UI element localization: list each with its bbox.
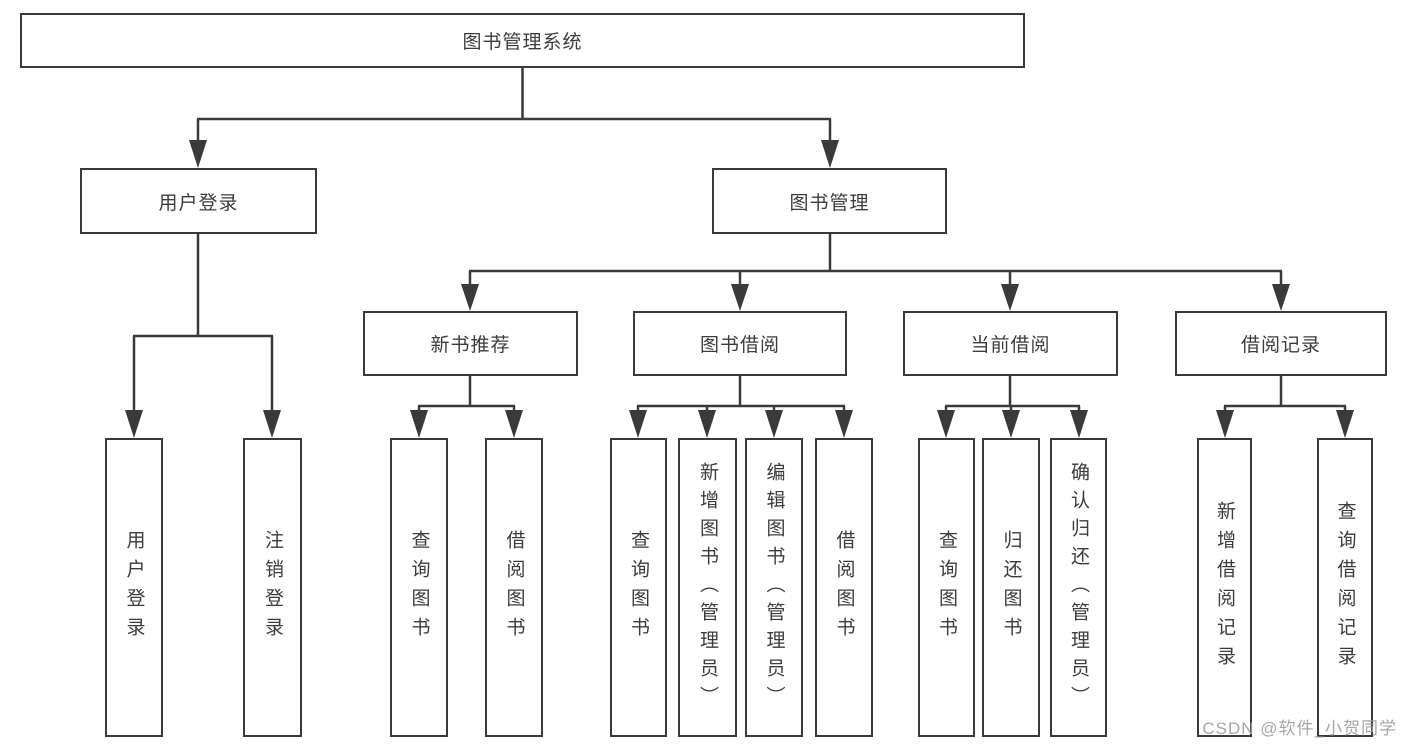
arrowhead-leaf-borrow-books-rec [505,410,523,438]
leaf-query-books-current: 查询图书 [918,438,975,737]
node-borrow-records: 借阅记录 [1175,311,1387,376]
arrowhead-userlogin [189,140,207,168]
leaf-add-book: 新增图书（管理员） [678,438,737,737]
leaf-query-borrow-record: 查询借阅记录 [1317,438,1373,737]
arrowhead-leaf-edit-book [765,410,783,438]
leaf-user-login: 用户登录 [105,438,163,737]
arrowhead-leaf-add-book [698,410,716,438]
leaf-add-borrow-record: 新增借阅记录 [1197,438,1252,737]
node-current-borrow: 当前借阅 [903,311,1118,376]
arrowhead-bookborrow [731,284,749,311]
node-book-mgmt: 图书管理 [712,168,947,234]
connector-root-to-level2 [196,66,832,141]
node-root: 图书管理系统 [20,13,1025,68]
arrowhead-leaf-logout [263,410,281,438]
leaf-return-book: 归还图书 [982,438,1040,737]
leaf-query-books-rec: 查询图书 [390,438,448,737]
leaf-confirm-return: 确认归还（管理员） [1050,438,1107,737]
connector-userlogin-to-leaves [132,234,274,413]
leaf-borrow-books-rec: 借阅图书 [485,438,543,737]
connector-bookborrow-to-leaves [636,375,846,413]
arrowhead-leaf-confirm-return [1070,410,1088,438]
arrowhead-newbookrec [461,284,479,311]
arrowhead-leaf-add-borrow-record [1216,410,1234,438]
arrowhead-leaf-borrow-books-borrow [835,410,853,438]
node-new-book-rec: 新书推荐 [363,311,578,376]
connector-currentborrow-to-leaves [944,375,1081,413]
arrowhead-leaf-query-borrow-record [1336,410,1354,438]
connector-borrowrecords-to-leaves [1223,375,1347,413]
connector-bookmgmt-to-level3 [468,233,1283,287]
leaf-logout: 注销登录 [243,438,302,737]
leaf-borrow-books-borrow: 借阅图书 [815,438,873,737]
arrowhead-leaf-query-books-rec [410,410,428,438]
node-book-borrow: 图书借阅 [633,311,847,376]
node-user-login: 用户登录 [80,168,317,234]
arrowhead-borrowrecords [1272,284,1290,311]
arrowhead-currentborrow [1001,284,1019,311]
connector-newbookrec-to-leaves [417,375,516,413]
arrowhead-bookmgmt [821,140,839,168]
arrowhead-leaf-return-book [1002,410,1020,438]
arrowhead-leaf-user-login [125,410,143,438]
leaf-query-books-borrow: 查询图书 [610,438,667,737]
csdn-watermark: CSDN @软件_小贺同学 [1202,719,1397,738]
arrowhead-leaf-query-books-current [937,410,955,438]
leaf-edit-book: 编辑图书（管理员） [745,438,803,737]
arrowhead-leaf-query-books-borrow [629,410,647,438]
